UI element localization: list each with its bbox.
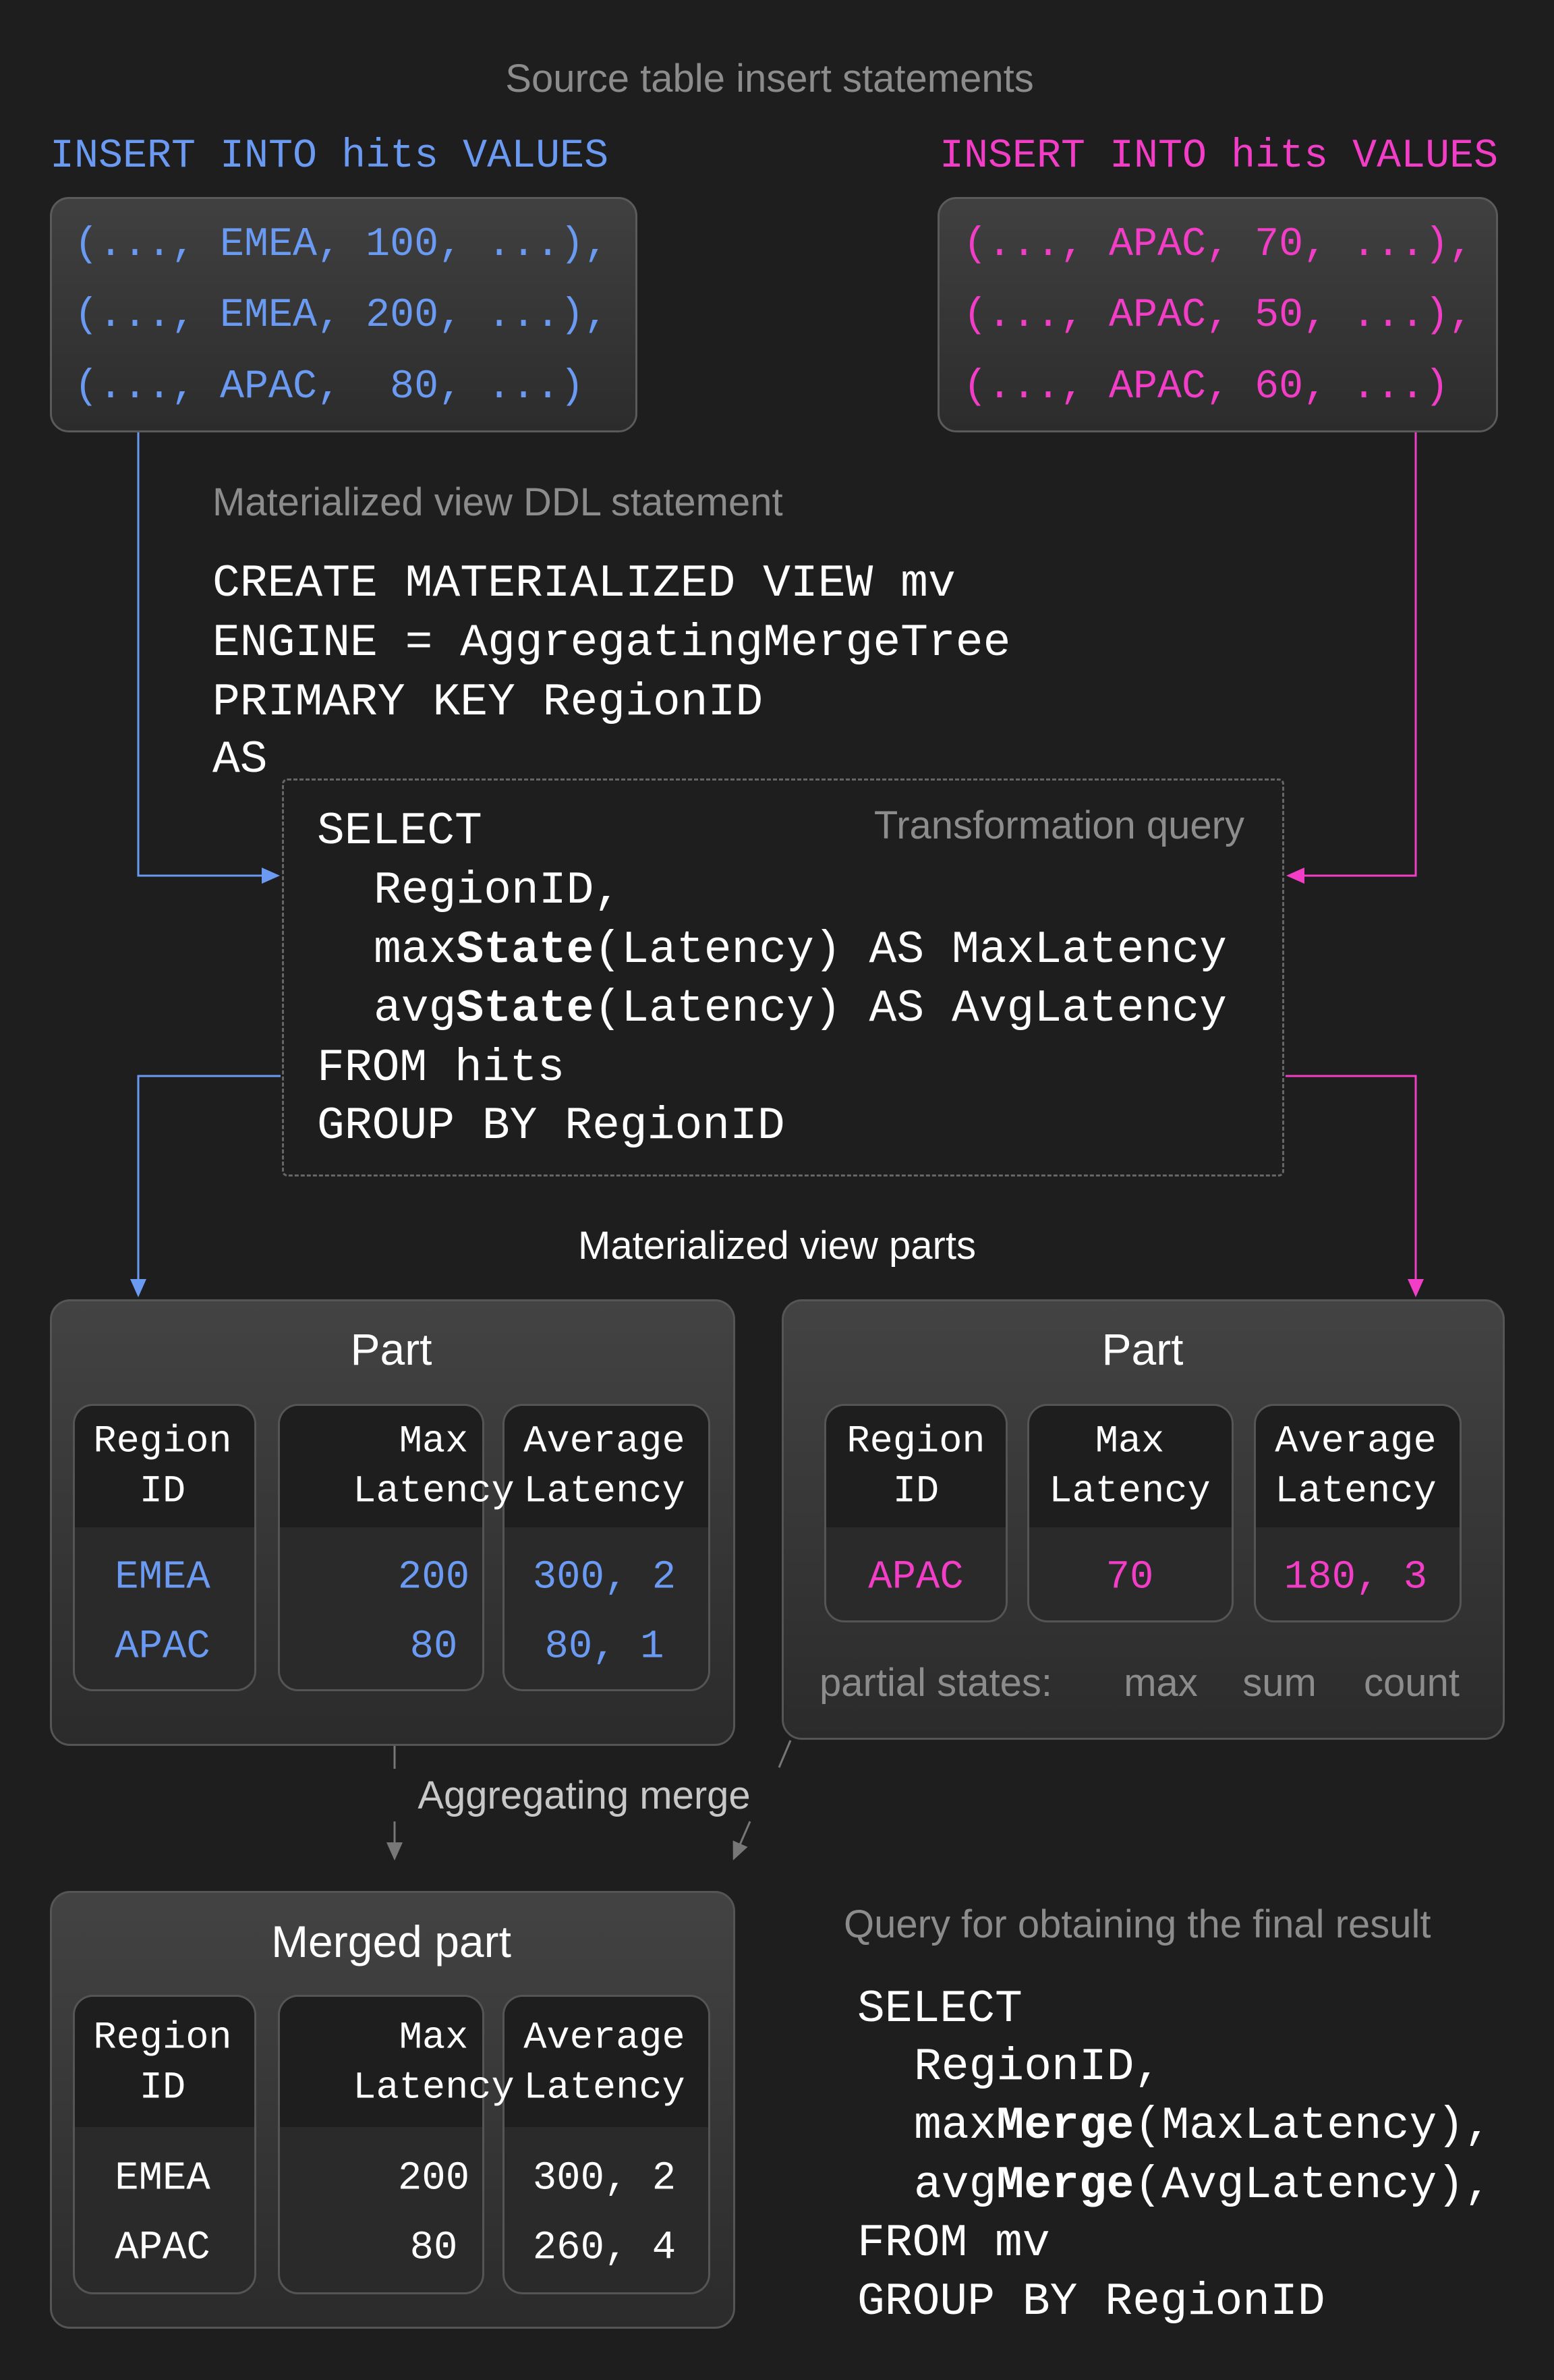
final-query-line: SELECT [857,1983,1023,2035]
insert-right-row: (..., APAC, 70, ...), [963,222,1474,268]
header-region: Region [93,2016,232,2060]
query-line: RegionID, [374,865,622,917]
insert-right-label: INSERT INTO hits VALUES [940,134,1499,179]
header-max-latency: Max [1095,1420,1165,1464]
column-avg [502,1995,710,2294]
cell-average-latency: 260, 4 [532,2225,677,2271]
blue-arrow-insert-to-query [137,432,280,884]
final-query-line: avgMerge(AvgLatency), [914,2159,1492,2211]
final-query-line: FROM mv [857,2217,1050,2269]
header-max-latency: Latency [353,1470,515,1514]
ddl-line: PRIMARY KEY RegionID [212,677,764,729]
insert-left-box [50,197,637,432]
header-average-latency: Latency [1275,1470,1437,1514]
insert-left-label: INSERT INTO hits VALUES [50,134,609,179]
header-max-latency: Max [399,1420,469,1464]
column-max [1027,1404,1234,1622]
header-average-latency: Average [523,1420,685,1464]
cell-max-latency: 80 [409,2225,458,2271]
merge-line-right-top [778,1740,792,1768]
cell-max-latency: 70 [1105,1554,1154,1600]
header-region: ID [139,2066,186,2110]
insert-right-row: (..., APAC, 60, ...) [963,364,1449,410]
final-query-line: GROUP BY RegionID [857,2276,1325,2328]
header-region: Region [93,1420,232,1464]
header-region: ID [139,1470,186,1514]
cell-region: APAC [115,1624,210,1670]
header-average-latency: Average [523,2016,685,2060]
transformation-query-box [282,778,1284,1177]
magenta-arrow-query-to-part [1286,1075,1424,1297]
ddl-line: AS [212,734,268,786]
final-query-line: maxMerge(MaxLatency), [914,2100,1492,2152]
transformation-query-label: Transformation query [873,803,1244,847]
column-region [73,1995,256,2294]
cell-average-latency: 300, 2 [532,1554,677,1600]
query-line: avgState(Latency) AS AvgLatency [374,983,1228,1035]
ddl-line: ENGINE = AggregatingMergeTree [212,617,1011,669]
cell-average-latency: 80, 1 [544,1624,664,1670]
cell-average-latency: 300, 2 [532,2155,677,2201]
cell-max-latency: 200 [397,2155,470,2201]
header-region: ID [892,1470,940,1514]
query-line: GROUP BY RegionID [317,1100,785,1152]
insert-right-row: (..., APAC, 50, ...), [963,293,1474,339]
blue-arrow-query-to-part [130,1075,281,1297]
ddl-title: Materialized view DDL statement [212,480,783,524]
cell-max-latency: 80 [409,1624,458,1670]
insert-left-row: (..., EMEA, 200, ...), [74,293,609,339]
header-max-latency: Latency [353,2066,515,2110]
partial-state-max: max [1124,1661,1198,1705]
insert-left-row: (..., EMEA, 100, ...), [74,222,609,268]
final-query-title: Query for obtaining the final result [844,1902,1431,1946]
merged-part-title: Merged part [271,1917,511,1966]
partial-state-sum: sum [1242,1661,1317,1705]
cell-average-latency: 180, 3 [1284,1554,1428,1600]
part-right-title: Part [1101,1324,1184,1374]
cell-region: APAC [115,2225,210,2271]
query-line: maxState(Latency) AS MaxLatency [374,924,1228,976]
header-average-latency: Latency [523,1470,685,1514]
insert-left-row: (..., APAC, 80, ...) [74,364,585,410]
part-left-title: Part [350,1324,432,1374]
header-average-latency: Latency [523,2066,685,2110]
cell-max-latency: 200 [397,1554,470,1600]
column-max [278,1995,484,2294]
column-avg [1254,1404,1462,1622]
cell-region: EMEA [115,2155,210,2201]
query-line: FROM hits [317,1042,565,1094]
cell-region: EMEA [115,1554,210,1600]
header-region: Region [846,1420,985,1464]
column-avg [502,1404,710,1691]
cell-region: APAC [868,1554,964,1600]
header-max-latency: Max [399,2016,469,2060]
parts-title: Materialized view parts [578,1224,976,1268]
magenta-arrow-insert-to-query [1286,432,1417,884]
header-max-latency: Latency [1049,1470,1211,1514]
query-line: SELECT [317,805,482,857]
partial-states-label: partial states: [819,1661,1052,1705]
column-region [73,1404,256,1691]
column-max [278,1404,484,1691]
ddl-line: CREATE MATERIALIZED VIEW mv [212,558,956,610]
header-average-latency: Average [1275,1420,1437,1464]
source-title: Source table insert statements [505,57,1034,101]
aggregating-merge-label: Aggregating merge [418,1774,751,1817]
column-region [824,1404,1008,1622]
merge-arrow-right [732,1821,751,1861]
partial-state-count: count [1364,1661,1460,1705]
insert-right-box [938,197,1498,432]
final-query-line: RegionID, [914,2041,1162,2093]
